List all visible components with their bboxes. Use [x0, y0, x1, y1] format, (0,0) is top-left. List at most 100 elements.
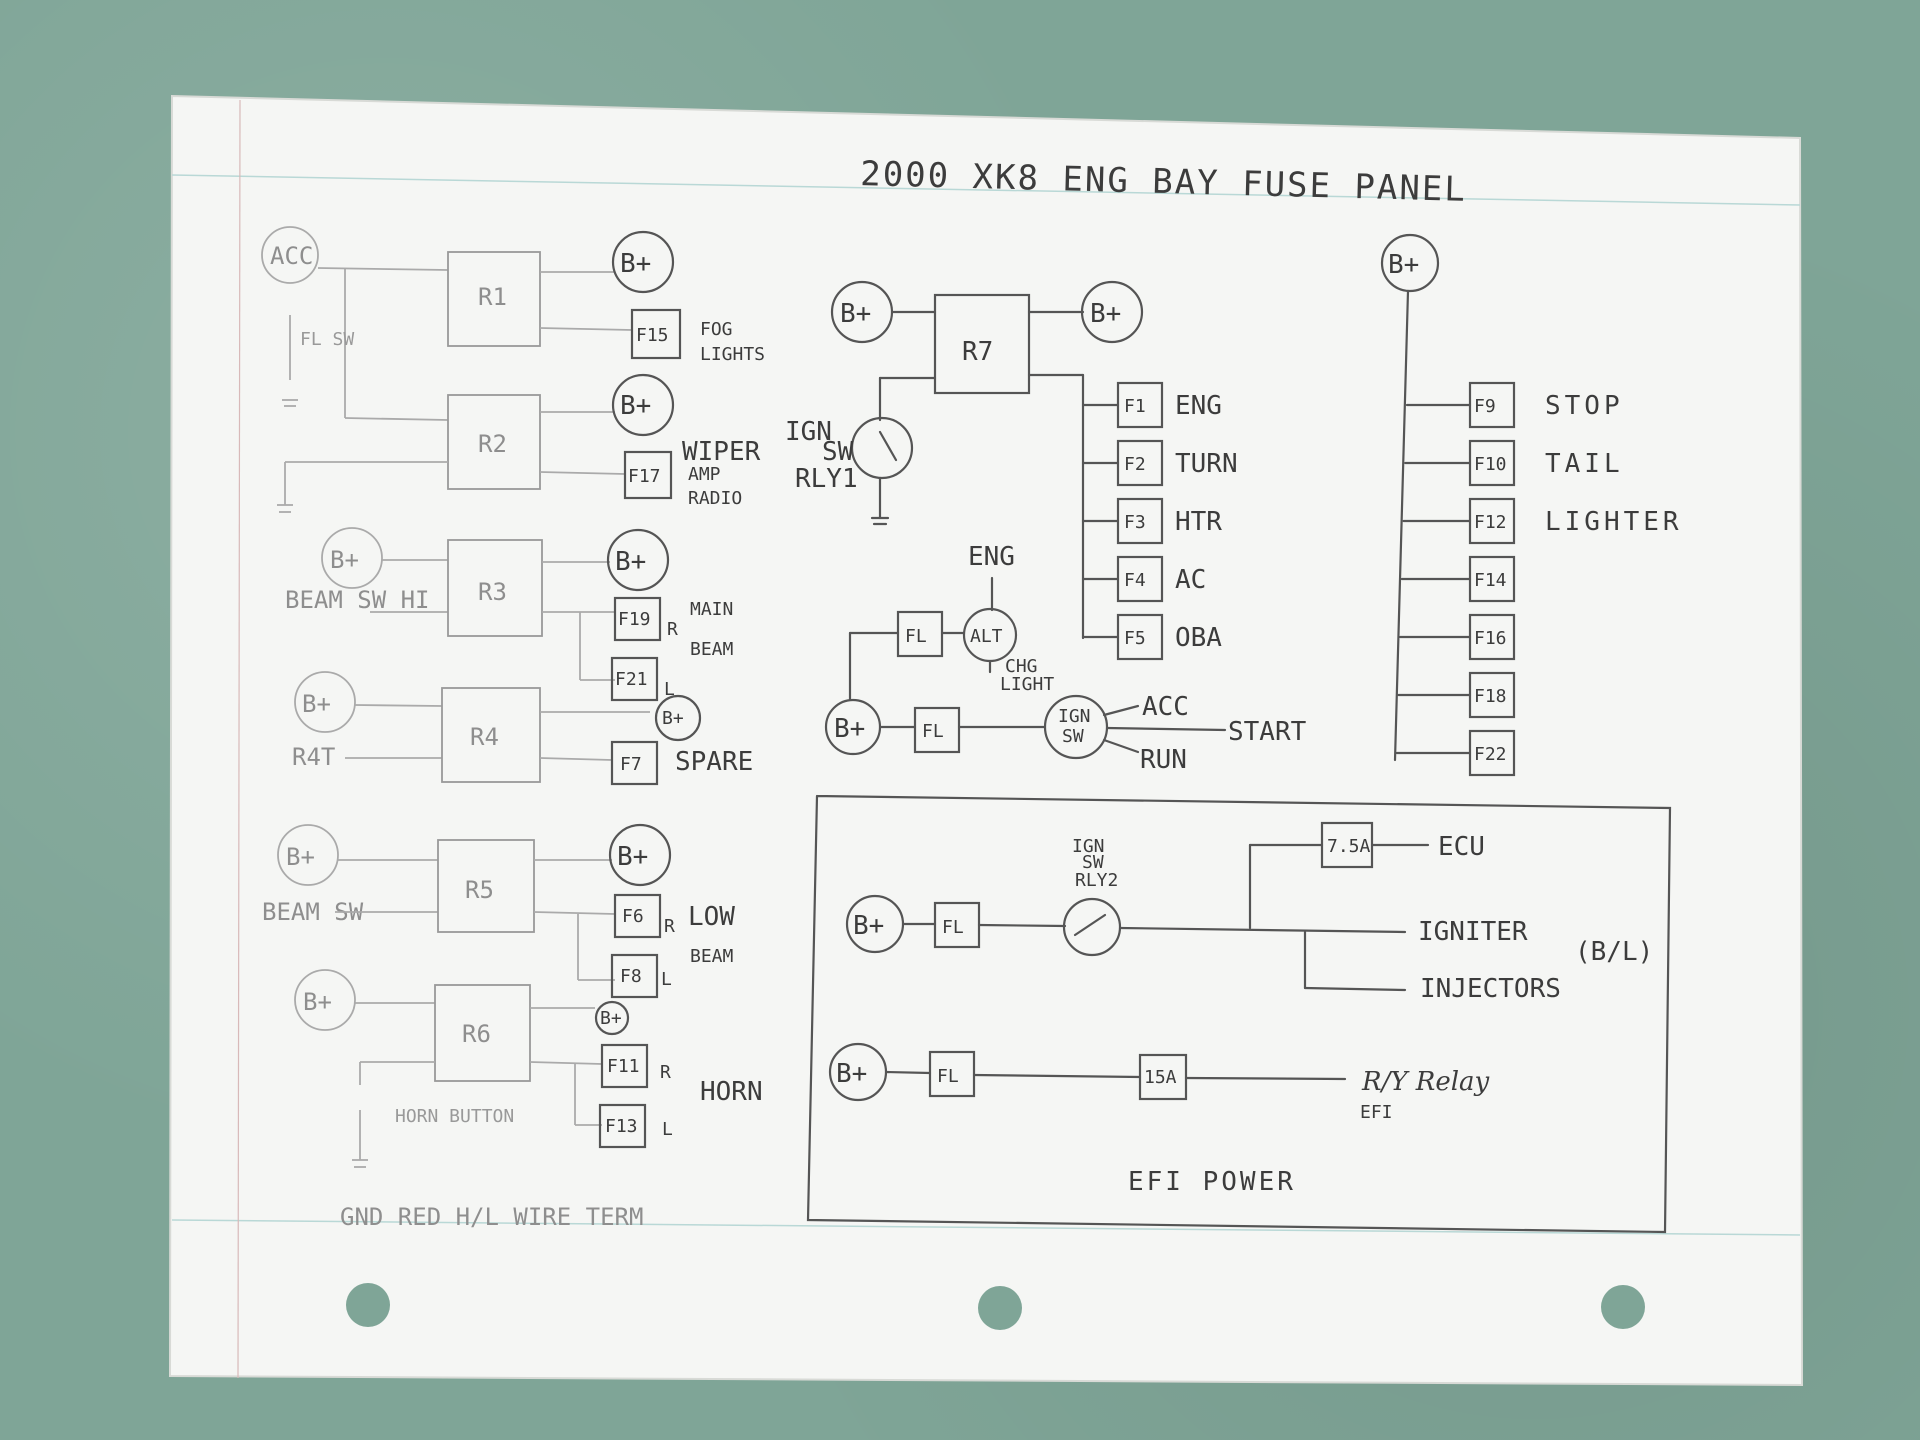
- fuse-f2-label: F2: [1124, 454, 1146, 475]
- fuse-f1-label: F1: [1124, 396, 1146, 417]
- right-bus-bplus-circle: [1380, 233, 1440, 293]
- fuse-f1-circuit: ENG: [1175, 391, 1222, 421]
- low-label: LOW: [688, 902, 735, 932]
- fuse-f19-side: R: [667, 619, 678, 640]
- rly2-sw-label: SW: [1082, 852, 1104, 873]
- fuse-f5-circuit: OBA: [1175, 623, 1222, 653]
- radio-label: RADIO: [688, 488, 742, 509]
- r1-bplus-label: B+: [620, 249, 651, 279]
- efi-row2-fl-label: FL: [937, 1066, 959, 1087]
- efi-row1-fl-label: FL: [942, 917, 964, 938]
- fuse-7-5a-label: 7.5A: [1327, 836, 1371, 857]
- relay-r2-label: R2: [478, 430, 507, 458]
- spare-label: SPARE: [675, 747, 753, 777]
- fuse-f16-label: F16: [1474, 628, 1507, 649]
- relay-r4-box: [441, 687, 541, 783]
- beam-sw-hi-label: BEAM SW HI: [285, 586, 430, 614]
- r6-out-circle: [594, 1000, 630, 1036]
- fuse-f14-box: [1468, 555, 1516, 603]
- fuse-f4-box: [1116, 555, 1164, 603]
- efi-power-label: EFI POWER: [1128, 1167, 1296, 1197]
- fuse-f2-circuit: TURN: [1175, 449, 1238, 479]
- fuse-f9-box: [1468, 381, 1516, 429]
- wiper-label: WIPER: [682, 437, 761, 467]
- alternator-group: ENG ALT FL CHG LIGHT B+: [824, 542, 1054, 756]
- fuse-f18-box: [1468, 671, 1516, 719]
- fuse-f12-label: F12: [1474, 512, 1507, 533]
- ign-fl-box: [913, 706, 961, 754]
- lights-label: LIGHTS: [700, 344, 765, 365]
- relay-r1-label: R1: [478, 283, 507, 311]
- fuse-f3-box: [1116, 497, 1164, 545]
- r4t-label: R4T: [292, 743, 335, 771]
- horn-label: HORN: [700, 1077, 763, 1107]
- punch-hole: [346, 1283, 390, 1327]
- fuse-f1-box: [1116, 381, 1164, 429]
- fuse-f9-label: F9: [1474, 396, 1496, 417]
- relay-r4-group: B+ R4T R4 B+ F7 SPARE: [292, 671, 753, 786]
- chg-label: CHG: [1005, 656, 1038, 677]
- right-bus-bplus-label: B+: [1388, 250, 1419, 280]
- ign-label: IGN: [785, 417, 832, 447]
- relay-r5-group: B+ BEAM SW R5 B+ F6 R F8 L LOW BEAM: [262, 823, 735, 999]
- igniter-label: IGNITER: [1418, 917, 1528, 947]
- r5-out-label: B+: [617, 842, 648, 872]
- ecu-label: ECU: [1438, 832, 1485, 862]
- horn-button-label: HORN BUTTON: [395, 1106, 514, 1127]
- relay-r6-group: B+ R6 HORN BUTTON B+ F11 R F13 L HORN: [294, 969, 763, 1168]
- relay-r5-box: [437, 839, 535, 933]
- r5-out-circle: [608, 823, 672, 887]
- fuse-f19-label: F19: [618, 609, 651, 630]
- r4-in-label: B+: [302, 690, 331, 718]
- start-out-label: START: [1228, 717, 1307, 747]
- relay-r6-label: R6: [462, 1020, 491, 1048]
- acc-out-label: ACC: [1142, 692, 1189, 722]
- r3-in-circle: [321, 527, 383, 589]
- fuse-f6-side: R: [664, 916, 675, 937]
- right-bus-group: B+: [1380, 233, 1440, 762]
- fuse-f15-label: F15: [636, 325, 669, 346]
- main-label: MAIN: [690, 599, 733, 620]
- fuse-f22-box: [1468, 729, 1516, 777]
- efi-power-border: [806, 794, 1672, 1234]
- ruled-line: [171, 174, 1801, 206]
- r5-in-label: B+: [286, 843, 315, 871]
- bl-label: (B/L): [1575, 937, 1653, 967]
- rly2-label: RLY2: [1075, 870, 1118, 891]
- acc-source-circle: [261, 226, 319, 284]
- acc-source-label: ACC: [270, 242, 313, 270]
- fuse-f17-box: [623, 450, 673, 500]
- fuse-f10-box: [1468, 439, 1516, 487]
- fuse-f12-box: [1468, 497, 1516, 545]
- beam-label-low: BEAM: [690, 946, 734, 967]
- alt-bplus-label: B+: [834, 714, 865, 744]
- r4-out-label: B+: [662, 708, 684, 729]
- r3-out-circle: [606, 528, 670, 592]
- relay-r1-group: ACC FL SW R1 B+ F15 FOG LIGHTS: [261, 226, 765, 421]
- r4-out-circle: [654, 694, 702, 742]
- fuse-f14-label: F14: [1474, 570, 1507, 591]
- r6-in-circle: [294, 969, 356, 1031]
- fuse-f13-box: [598, 1103, 647, 1149]
- fl-switch-label: FL SW: [300, 329, 354, 350]
- ign-fl-label: FL: [922, 721, 944, 742]
- punch-hole: [1601, 1285, 1645, 1329]
- fuse-f8-side: L: [661, 969, 672, 990]
- relay-r6-box: [434, 984, 531, 1082]
- efi-row2-bplus-label: B+: [836, 1059, 867, 1089]
- ruled-line: [171, 1219, 1801, 1236]
- r7-in-label: B+: [840, 299, 871, 329]
- fuse-f17-label: F17: [628, 466, 661, 487]
- fuse-f11-label: F11: [607, 1056, 640, 1077]
- fuse-15a-label: 15A: [1144, 1067, 1177, 1088]
- r1-bplus-circle: [611, 230, 675, 294]
- fuse-f19-box: [613, 596, 662, 642]
- amp-label: AMP: [688, 464, 721, 485]
- ry-relay-label: R/Y Relay: [1361, 1067, 1490, 1097]
- fuse-f13-label: F13: [605, 1116, 638, 1137]
- r6-in-label: B+: [303, 988, 332, 1016]
- fuse-f12-circuit: LIGHTER: [1545, 507, 1683, 537]
